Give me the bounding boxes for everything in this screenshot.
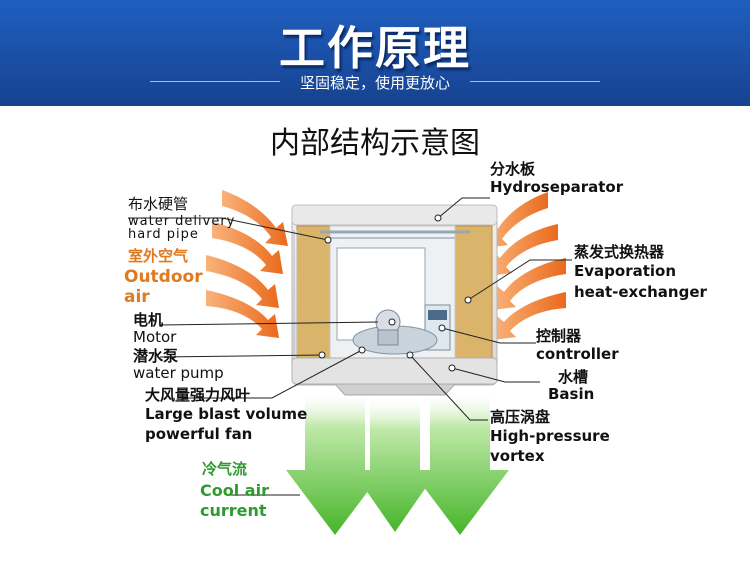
label-outdoor-en-2: air — [124, 287, 150, 307]
label-controller-en: controller — [536, 345, 619, 363]
leader-hydroseparator — [437, 197, 490, 219]
label-vortex-en-1: High-pressure — [490, 427, 610, 445]
label-vortex-en-2: vortex — [490, 447, 545, 465]
banner-subtitle: 坚固稳定，使用更放心 — [299, 74, 450, 92]
leader-pipe — [128, 217, 329, 241]
label-pump-en: water pump — [133, 364, 224, 382]
label-exchanger-en-1: Evaporation — [574, 262, 677, 280]
label-pipe-en-1: water delivery — [128, 214, 236, 229]
label-cool-en-2: current — [200, 501, 267, 520]
label-pipe-cn: 布水硬管 — [128, 195, 189, 213]
cooler-top-panel — [291, 204, 498, 226]
diagram-title: 内部结构示意图 — [270, 126, 480, 161]
label-fan-en-2: powerful fan — [145, 425, 253, 443]
label-motor-en: Motor — [133, 328, 177, 346]
label-motor-cn: 电机 — [133, 311, 164, 329]
leader-dots — [318, 214, 472, 372]
cool-air-arrow-right — [411, 390, 509, 535]
banner-title: 工作原理 — [279, 21, 471, 75]
label-pump-cn: 潜水泵 — [133, 347, 179, 365]
leader-pump — [159, 354, 323, 358]
louver-ribs — [293, 230, 298, 356]
label-fan-cn: 大风量强力风叶 — [145, 386, 251, 404]
leader-motor — [159, 321, 379, 326]
label-exchanger-cn: 蒸发式换热器 — [574, 243, 665, 261]
label-outdoor-en-1: Outdoor — [124, 267, 203, 287]
air-outlet — [333, 383, 457, 396]
banner-divider-right — [470, 81, 600, 82]
cool-air-arrows — [286, 390, 509, 535]
cooler-unit — [291, 204, 498, 396]
leader-basin — [451, 367, 540, 383]
label-basin-en: Basin — [548, 385, 595, 403]
label-exchanger-en-2: heat-exchanger — [574, 283, 707, 301]
label-basin-cn: 水槽 — [558, 368, 589, 386]
leader-vortex — [409, 354, 488, 421]
label-fan-en-1: Large blast volume — [145, 405, 308, 423]
label-controller-cn: 控制器 — [536, 327, 582, 345]
banner-divider-left — [150, 81, 280, 82]
label-cool-cn: 冷气流 — [202, 460, 248, 478]
leader-lines — [128, 197, 572, 496]
leader-controller — [441, 327, 536, 344]
leader-fan — [182, 349, 363, 399]
label-outdoor-cn: 室外空气 — [128, 247, 189, 265]
outdoor-air-arrows-right — [485, 192, 566, 340]
label-vortex-cn: 高压涡盘 — [490, 408, 551, 426]
leader-exchanger — [467, 259, 572, 301]
right-evaporation-pad — [454, 225, 493, 361]
left-evaporation-pad — [296, 225, 331, 361]
label-cool-en-1: Cool air — [200, 481, 269, 500]
cool-air-arrow-left — [286, 390, 384, 535]
label-hydroseparator-en: Hydroseparator — [490, 178, 624, 196]
cool-air-arrow-center — [352, 395, 438, 532]
label-pipe-en-2: hard pipe — [128, 227, 199, 242]
outdoor-air-arrows-left — [206, 190, 288, 338]
label-hydroseparator-cn: 分水板 — [490, 160, 536, 178]
header-banner: 工作原理 坚固稳定，使用更放心 — [0, 0, 750, 106]
